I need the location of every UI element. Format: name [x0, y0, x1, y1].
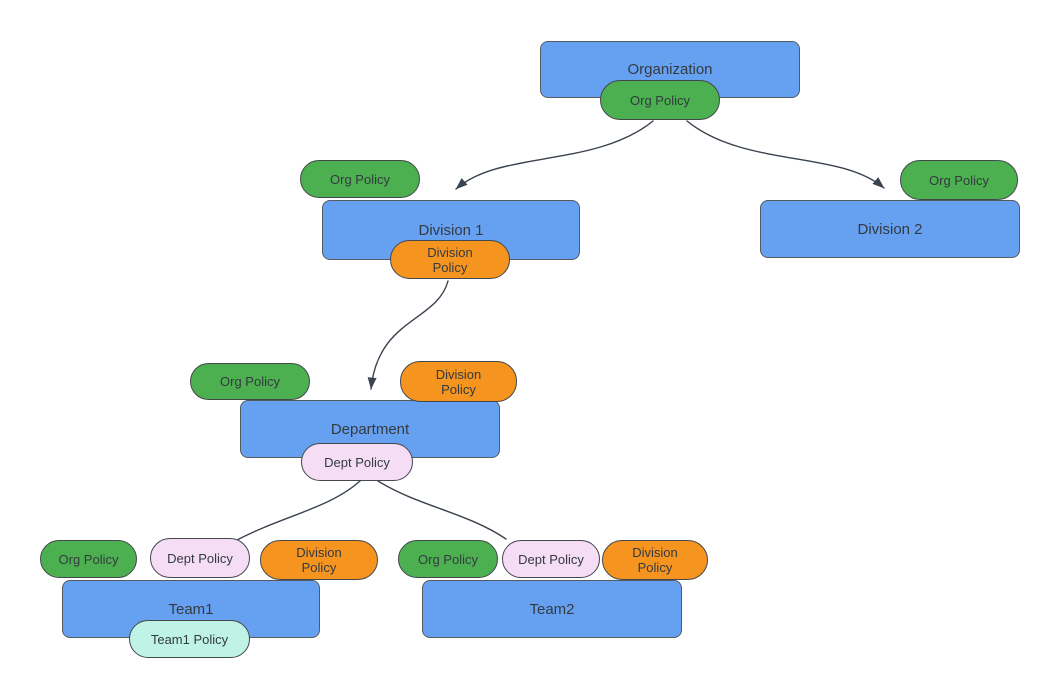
node-label: Team1: [168, 600, 214, 618]
badge-label: Dept Policy: [167, 550, 233, 566]
badge-label: Division Policy: [435, 366, 482, 397]
node-label: Division 2: [857, 220, 923, 238]
badge-division-policy-team2: Division Policy: [602, 540, 708, 580]
badge-org-policy-division1: Org Policy: [300, 160, 420, 198]
badge-label: Dept Policy: [518, 551, 584, 567]
node-label: Division 1: [418, 221, 484, 239]
badge-division-policy-department: Division Policy: [400, 361, 517, 402]
badge-label: Division Policy: [427, 244, 473, 275]
node-label: Organization: [627, 61, 713, 78]
badge-label: Org Policy: [929, 172, 989, 188]
badge-label: Org Policy: [330, 171, 390, 187]
node-team2: Team2: [422, 580, 682, 638]
edge-organization-division1: [455, 120, 654, 190]
badge-org-policy-organization: Org Policy: [600, 80, 720, 120]
badge-label: Team1 Policy: [150, 631, 229, 647]
badge-org-policy-team1: Org Policy: [40, 540, 137, 578]
badge-label: Dept Policy: [324, 454, 390, 470]
edge-division1-department: [367, 280, 449, 390]
badge-division-policy-team1: Division Policy: [260, 540, 378, 580]
edge-department-team1: [236, 480, 361, 541]
badge-division-policy-division1: Division Policy: [390, 240, 510, 279]
badge-dept-policy-department: Dept Policy: [301, 443, 413, 481]
badge-dept-policy-team1: Dept Policy: [150, 538, 250, 578]
edge-department-team2: [377, 480, 507, 540]
edge-organization-division2: [686, 120, 885, 189]
node-label: Department: [330, 420, 410, 438]
badge-org-policy-department: Org Policy: [190, 363, 310, 400]
node-division2: Division 2: [760, 200, 1020, 258]
badge-org-policy-team2: Org Policy: [398, 540, 498, 578]
badge-dept-policy-team2: Dept Policy: [502, 540, 600, 578]
badge-label: Org Policy: [220, 374, 280, 389]
badge-label: Division Policy: [632, 545, 678, 575]
badge-label: Org Policy: [418, 551, 478, 567]
node-label: Team2: [529, 600, 575, 618]
badge-org-policy-division2: Org Policy: [900, 160, 1018, 200]
badge-team1-policy-team1: Team1 Policy: [129, 620, 250, 658]
badge-label: Division Policy: [296, 545, 342, 575]
badge-label: Org Policy: [630, 92, 690, 108]
badge-label: Org Policy: [58, 551, 119, 567]
